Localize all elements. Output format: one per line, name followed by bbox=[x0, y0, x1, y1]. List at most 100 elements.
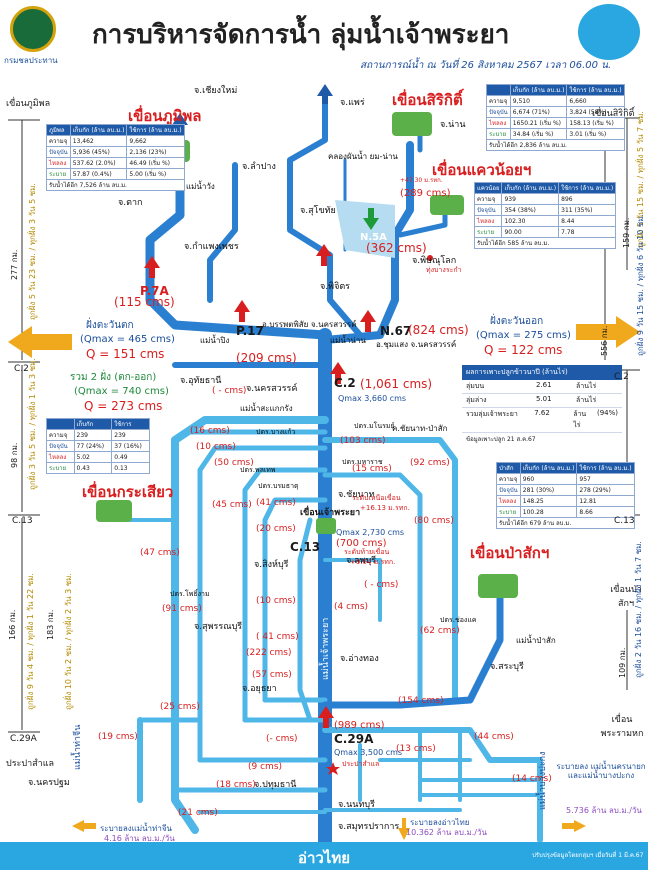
station-n5a: N.5A bbox=[360, 232, 387, 243]
province-singburi: จ.สิงห์บุรี bbox=[254, 560, 289, 570]
left-km-277: 277 กม. bbox=[10, 249, 19, 280]
khwae-noi-dam-icon bbox=[430, 195, 464, 215]
krasiao-dam-icon bbox=[96, 500, 132, 522]
pasak-dam-icon bbox=[478, 574, 518, 598]
flow-label: (62 cms) bbox=[420, 626, 460, 636]
flow-label: ( 41 cms) bbox=[256, 632, 299, 642]
header: กรมชลประทาน การบริหารจัดการน้ำ ลุ่มน้ำเจ… bbox=[0, 0, 648, 80]
province-lopburi: จ.ลพบุรี bbox=[346, 556, 377, 566]
province-ayutthaya: จ.อยุธยา bbox=[242, 684, 277, 694]
dam-upper-value: +16.13 ม.รทก. bbox=[360, 504, 410, 512]
station-n5a-flow: (362 cms) bbox=[366, 241, 427, 255]
province-phichit: จ.พิจิตร bbox=[320, 282, 351, 292]
flow-label: (4 cms) bbox=[334, 602, 369, 612]
pasak-dam-title: เขื่อนป่าสักฯ bbox=[470, 544, 550, 562]
flow-label: (45 cms) bbox=[212, 500, 252, 510]
flow-label: (50 cms) bbox=[214, 458, 254, 468]
rid-logo-icon bbox=[10, 6, 56, 52]
wang-river-label: แม่น้ำวัง bbox=[186, 182, 215, 191]
right-travel-3: ถูกฝั่ง 2 วัน 16 ชม. / ทุกฝั่ง 1 วัน 7 ช… bbox=[634, 541, 643, 678]
left-travel-3: ถูกฝั่ง 9 วัน 4 ชม. / ทุกฝั่ง 1 วัน 22 ช… bbox=[26, 573, 35, 710]
flow-label: (15 cms) bbox=[352, 464, 392, 474]
right-dam-bottom: เขื่อนพระรามหก bbox=[600, 715, 644, 739]
flow-label: (16 cms) bbox=[190, 426, 230, 436]
page-title: การบริหารจัดการน้ำ ลุ่มน้ำเจ้าพระยา bbox=[92, 20, 510, 50]
bang-sai-star-icon bbox=[326, 762, 340, 775]
east-bank-arrow-icon bbox=[576, 316, 640, 348]
nan-river-east bbox=[321, 141, 414, 344]
province-phitsanulok: จ.พิษณุโลก bbox=[412, 256, 457, 266]
nan-river-label: แม่น้ำน่าน bbox=[330, 336, 366, 345]
station-c13: C.13 bbox=[290, 540, 321, 554]
n5a-arrow-icon bbox=[363, 208, 379, 230]
station-p17: P.17 bbox=[236, 324, 264, 338]
both-bank-q: Q = 273 cms bbox=[84, 399, 163, 413]
both-bank-qmax: (Qmax = 740 cms) bbox=[74, 386, 169, 397]
chaophraya-dam-title: เขื่อนเจ้าพระยา bbox=[300, 508, 361, 518]
upper-arrow-icon bbox=[316, 244, 332, 266]
station-c13-flow: (700 cms) bbox=[336, 538, 387, 549]
both-bank-title: รวม 2 ฝั่ง (ตก-ออก) bbox=[70, 372, 157, 383]
right-km-109: 109 กม. bbox=[618, 647, 627, 678]
station-p7a-flow: (115 cms) bbox=[114, 295, 175, 309]
bang-pakong-outflow-label: ระบายลง แม่น้ำนครนายก และแม่น้ำบางปะกง bbox=[556, 762, 646, 781]
p17-arrow-icon bbox=[234, 300, 250, 322]
flow-label: (9 cms) bbox=[248, 762, 283, 772]
bang-pakong-outflow-value: 5.736 ล้าน ลบ.ม./วัน bbox=[566, 806, 642, 815]
flow-label: ( - cms) bbox=[364, 580, 399, 590]
rice-summary-title: ผลการเพาะปลูกข้าวนาปี (ล้านไร่) bbox=[462, 365, 622, 380]
province-angthong: จ.อ่างทอง bbox=[340, 654, 379, 664]
west-canal-3 bbox=[242, 467, 328, 723]
nan-up-arrow-icon bbox=[317, 84, 333, 104]
station-p7a: P.7A bbox=[140, 284, 169, 298]
station-p17-flow: (209 cms) bbox=[236, 351, 297, 365]
tha-chin-out-arrow-icon bbox=[72, 820, 96, 832]
station-c2: C.2 bbox=[334, 376, 356, 390]
station-n67-place: อ.ชุมแสง จ.นครสวรรค์ bbox=[376, 340, 457, 349]
flow-label: (103 cms) bbox=[340, 436, 386, 446]
province-chainat: จ.ชัยนาท bbox=[338, 490, 375, 500]
wang-river bbox=[207, 162, 238, 303]
province-nonthaburi: จ.นนทบุรี bbox=[338, 800, 375, 810]
province-sukhothai: จ.สุโขทัย bbox=[300, 206, 336, 216]
left-c29a: C.29A bbox=[10, 734, 37, 744]
flow-label: (44 cms) bbox=[474, 732, 514, 742]
khwae-noi-table: แควน้อยเก็บกัก (ล้าน ลบ.ม.)ใช้การ (ล้าน … bbox=[473, 182, 617, 249]
flow-label: ( - cms) bbox=[212, 386, 247, 396]
bang-rakam-label: ทุ่งบางระกำ bbox=[426, 266, 462, 274]
flow-label: (13 cms) bbox=[396, 744, 436, 754]
province-uthai: จ.อุทัยธานี bbox=[180, 376, 222, 386]
west-canal-4 bbox=[262, 497, 328, 703]
east-bank-q: Q = 122 cms bbox=[484, 343, 563, 357]
east-canal-2 bbox=[323, 558, 382, 622]
sirikit-table: เก็บกัก (ล้าน ลบ.ม.)ใช้การ (ล้าน ลบ.ม.) … bbox=[486, 84, 625, 151]
sirikit-dam-icon bbox=[392, 112, 432, 136]
province-nakhonpathom: จ.นครปฐม bbox=[28, 778, 70, 788]
west-canal-2 bbox=[197, 445, 328, 763]
flow-label: (19 cms) bbox=[98, 732, 138, 742]
left-km-166: 166 กม. bbox=[8, 609, 17, 640]
left-c2: C.2 bbox=[14, 364, 29, 374]
gulf-band bbox=[0, 842, 648, 870]
province-pathumthani: จ.ปทุมธานี bbox=[254, 780, 297, 790]
gulf-out-arrow-icon bbox=[398, 818, 410, 840]
right-km-159: 159 กม. bbox=[622, 217, 631, 248]
station-n67: N.67 bbox=[380, 324, 412, 338]
nan-river bbox=[287, 87, 363, 338]
pin-icon bbox=[427, 255, 433, 261]
right-c13: C.13 bbox=[614, 516, 635, 526]
gate-label: ปตร.ช่องแค bbox=[440, 616, 477, 624]
station-p17-place: อ.บรรพตพิสัย จ.นครสวรรค์ bbox=[262, 320, 357, 329]
gulf-outflow-label: ระบายลงอ่าวไทย bbox=[410, 818, 470, 827]
right-travel-2: ถูกฝั่ง 9 วัน 15 ชม. / ทุกฝั่ง 6 วัน 10 … bbox=[636, 213, 645, 356]
flow-label: (154 cms) bbox=[398, 696, 444, 706]
khwae-noi-dam-title: เขื่อนแควน้อยฯ bbox=[432, 161, 532, 179]
pasak-river bbox=[321, 581, 504, 709]
province-samutprakan: จ.สมุทรปราการ bbox=[338, 822, 400, 832]
sirikit-dam-title: เขื่อนสิริกิติ์ bbox=[392, 91, 463, 109]
station-c29a: C.29A bbox=[334, 732, 374, 746]
left-travel-2: ถูกฝั่ง 3 วัน 5 ชม. / ทุกฝั่ง 1 วัน 3 ชม… bbox=[28, 358, 37, 490]
